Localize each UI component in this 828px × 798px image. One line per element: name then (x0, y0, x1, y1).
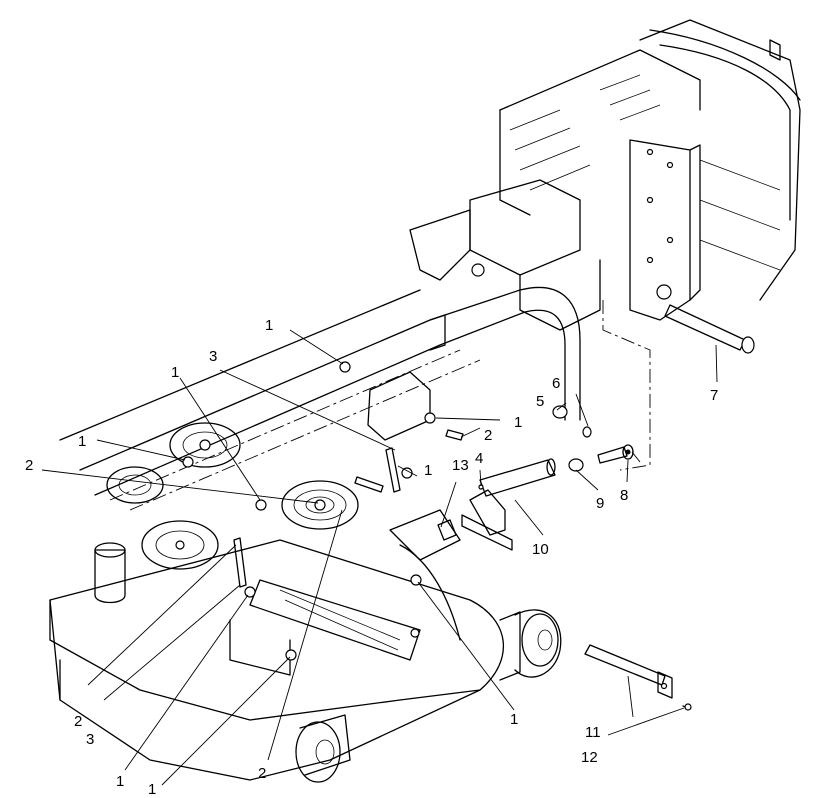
callout-label: 1 (424, 462, 432, 479)
callout-label: 1 (171, 364, 179, 381)
callout-label: 2 (484, 427, 492, 444)
pivot-pin (664, 304, 755, 354)
callout-label: 4 (475, 450, 483, 467)
callout-label: 8 (620, 487, 628, 504)
callout-label: 2 (258, 765, 266, 782)
callout-label: 10 (532, 541, 549, 558)
deck-pulleys (106, 422, 359, 570)
callout-label: 5 (536, 393, 544, 410)
callout-label: 1 (265, 317, 273, 334)
callout-label: 13 (452, 457, 469, 474)
callout-label: 6 (552, 375, 560, 392)
callout-label: 12 (581, 749, 598, 766)
callout-label: 7 (710, 387, 718, 404)
callout-label: 1 (78, 433, 86, 450)
callout-label: 9 (596, 495, 604, 512)
gauge-wheel-axle (584, 644, 692, 711)
callout-label: 1 (116, 773, 124, 790)
callout-label: 3 (86, 731, 94, 748)
callout-label: 1 (148, 781, 156, 798)
lift-rod-assembly (461, 444, 641, 551)
hardware-nuts-bolts (182, 361, 592, 661)
callout-label: 2 (74, 713, 82, 730)
tractor-frame (409, 19, 801, 331)
callout-label: 2 (25, 457, 33, 474)
callout-numbers: 1 1 1 1 1 1 1 1 2 2 2 2 3 3 4 5 6 7 8 9 … (25, 317, 718, 798)
callout-label: 1 (514, 414, 522, 431)
lift-arm-tubes (59, 286, 651, 511)
callout-label: 11 (585, 724, 601, 741)
callout-leaders (41, 329, 718, 786)
mower-deck (49, 509, 504, 781)
front-wheel-left (295, 714, 351, 783)
front-wheel-right (499, 609, 562, 681)
callout-label: 3 (209, 348, 217, 365)
callout-label: 1 (510, 711, 518, 728)
